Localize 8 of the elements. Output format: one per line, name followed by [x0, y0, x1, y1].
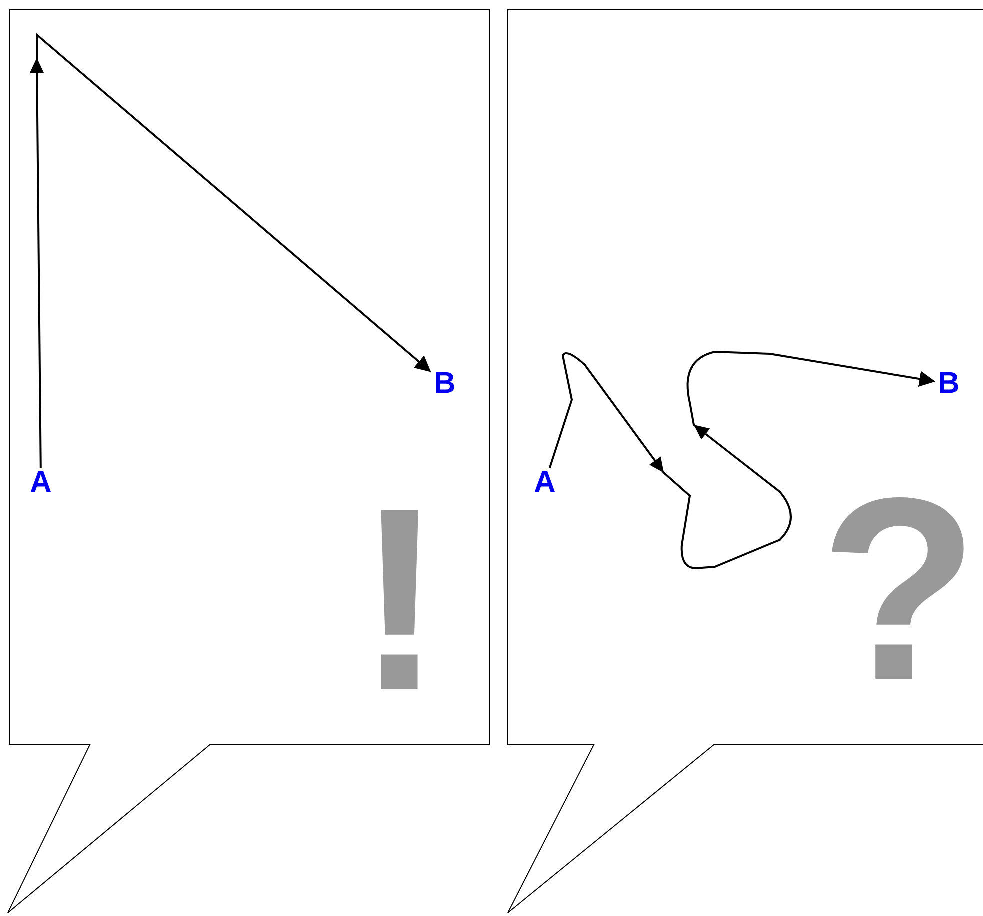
point-label: A — [530, 468, 560, 498]
speech-bubble — [506, 8, 983, 916]
speech-bubble — [8, 8, 492, 916]
point-label: B — [430, 369, 460, 399]
symbol-text: ! — [356, 470, 444, 730]
symbol-text: ? — [820, 460, 970, 720]
point-label: B — [934, 369, 964, 399]
point-label: A — [26, 468, 56, 498]
